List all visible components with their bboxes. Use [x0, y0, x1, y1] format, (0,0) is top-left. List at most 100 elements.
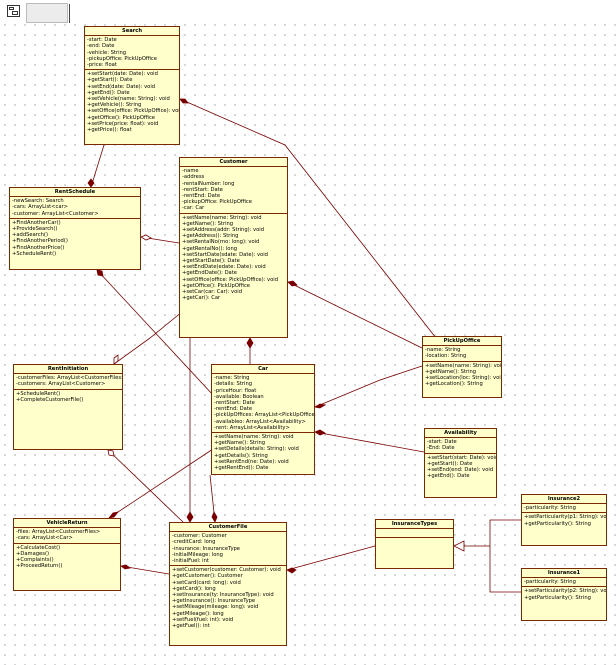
operation: +CalculateCost() [16, 544, 61, 551]
attribute: -initialMileage: long [172, 551, 223, 558]
attribute: -End: Date [427, 445, 455, 452]
operation: +setStart(date: Date): void [87, 71, 158, 78]
class-car[interactable]: Car -name: String -details: String -pric… [211, 364, 315, 475]
class-rent-initiation[interactable]: RentInitiation -customerFiles: ArrayList… [13, 364, 123, 450]
generalization-insurance2 [454, 519, 521, 547]
attributes: -name: String -location: String [423, 346, 501, 362]
class-customer-file[interactable]: CustomerFile -customer: Customer -credit… [169, 522, 287, 646]
assoc-availability-car [314, 431, 425, 453]
operation: +getParticularity(): String [524, 594, 591, 601]
operations: +setStart(start: Date): void +getStart()… [425, 454, 496, 481]
operation: +getAddress(): String [182, 233, 239, 240]
operations: +setName(name: String): void +getName():… [423, 362, 501, 389]
operation: +ProceedReturn() [16, 563, 63, 570]
attributes: -particularity: String [522, 504, 606, 514]
diagram-icon[interactable] [7, 5, 20, 17]
attributes: -files: ArrayList<CustomerFiles> -cars: … [14, 528, 120, 544]
attributes: -start: Date -End: Date [425, 438, 496, 454]
class-pickup-office[interactable]: PickUpOffice -name: String -location: St… [422, 336, 502, 398]
operation: +getOffice(): PickUpOffice [182, 282, 250, 289]
operations: +setCustomer(customer: Customer): void +… [170, 566, 286, 630]
operation: +getRentEnd(): Date [214, 465, 269, 472]
attribute: -cars: ArrayList<Car> [16, 535, 73, 542]
assoc-rentinitiation-customerfile [107, 449, 184, 523]
attribute: -pickupOffice: PickUpOffice [182, 199, 252, 206]
operation: +setOffice(office: PickUpOffice): void [87, 108, 179, 115]
class-vehicle-return[interactable]: VehicleReturn -files: ArrayList<Customer… [13, 518, 121, 591]
class-search[interactable]: Search -start: Date -end: Date -vehicle:… [84, 26, 180, 145]
operation: +getEnd(): Date [87, 89, 130, 96]
attribute: -car: Car [182, 205, 205, 212]
attribute: -end: Date [87, 43, 115, 50]
operation: +setAddress(addr: String): void [182, 227, 265, 234]
class-availability[interactable]: Availability -start: Date -End: Date +se… [424, 428, 497, 498]
class-name: VehicleReturn [14, 519, 120, 529]
attribute: -start: Date [427, 439, 457, 446]
operation: +getName(): String [425, 368, 477, 375]
attributes: -particularity: String [522, 578, 606, 588]
attributes: -customer: Customer -creditCard: long -i… [170, 532, 286, 567]
operations: +setParticularity(p1: String): void +get… [522, 513, 606, 527]
operation: +FindAnotherPeriod() [12, 238, 68, 245]
operation: +getInsurance(): InsuranceType [172, 598, 256, 605]
operation: +setCar(car: Car): void [182, 289, 243, 296]
operation: +Damages() [16, 550, 49, 557]
operation: +setMileage(mileage: long): void [172, 604, 259, 611]
diamond-rentinitiation-customerfile [107, 449, 115, 457]
operation: +addSearch() [12, 232, 48, 239]
operation: +setRentalNo(rno: long): void [182, 239, 260, 246]
attribute: -name: String [425, 347, 461, 354]
class-name: Insurance2 [522, 495, 606, 505]
operation: +getRentalNo(): long [182, 245, 238, 252]
attribute: -address [182, 174, 205, 181]
operation: +getStartDate(): Date [182, 258, 240, 265]
assoc-car-vehiclereturn [108, 448, 214, 519]
attribute: -pickUpOffices: ArrayList<PickUpOffice> [214, 412, 314, 419]
class-rent-schedule[interactable]: RentSchedule -newSearch: Search -cars: A… [9, 187, 141, 270]
operation: +getMileage(): long [172, 610, 224, 617]
assoc-customerfile-insurancetypes [286, 545, 376, 571]
class-insurance-types[interactable]: InsuranceTypes [375, 519, 454, 569]
operation: +setEndDate(edate: Date): void [182, 264, 266, 271]
operation: +setPrice(price: float): void [87, 120, 159, 127]
diamond-rentschedule-customer [140, 234, 152, 241]
attribute: -rentStart: Date [214, 400, 255, 407]
attributes: -name: String -details: String -priceHou… [212, 374, 314, 434]
diamond-vehiclereturn-car [108, 511, 119, 519]
diagram-tab[interactable] [26, 3, 68, 23]
operations: +setStart(date: Date): void +getStart():… [85, 70, 179, 134]
attribute: -rentStart: Date [182, 186, 223, 193]
class-customer[interactable]: Customer -name -address -rentalNumber: l… [179, 157, 288, 338]
operation: +FindAnotherCar() [12, 219, 61, 226]
diamond-vehiclereturn-customerfile [120, 564, 131, 570]
operation: +setParticularity(p1: String): void [524, 514, 606, 521]
operation: +setInsurance(ty: InsuranceType): void [172, 592, 274, 599]
attribute: -location: String [425, 353, 467, 360]
operation: +setEnd(date: Date): void [87, 83, 156, 90]
operation: +getCar(): Car [182, 295, 221, 302]
operation: +CompleteCustomerFile() [16, 396, 84, 403]
attributes: -start: Date -end: Date -vehicle: String… [85, 36, 179, 71]
attribute: -rent: ArrayList<Availability> [214, 424, 290, 431]
operation: +getEndDate(): Date [182, 270, 237, 277]
class-insurance1[interactable]: Insurance1 -particularity: String +setPa… [521, 568, 607, 621]
attribute: -availableo: ArrayList<Availability> [214, 418, 306, 425]
operation: +getFuel(): int [172, 623, 210, 630]
attributes: -name -address -rentalNumber: long -rent… [180, 167, 287, 214]
diamond-car-pickupoffice [313, 403, 327, 409]
operation: +getParticularity(): String [524, 520, 591, 527]
assoc-pickupoffice-car [314, 365, 423, 408]
class-insurance2[interactable]: Insurance2 -particularity: String +setPa… [521, 494, 607, 546]
attributes: -customerFiles: ArrayList<CustomerFiles>… [14, 374, 122, 390]
attribute: -customers: ArrayList<Customer> [16, 381, 106, 388]
attribute: -initialFuel: int [172, 558, 209, 565]
operation: +getStart(): Date [87, 77, 133, 84]
operation: +getEnd(): Date [427, 473, 470, 480]
toolbar [0, 0, 616, 24]
attribute: -particularity: String [524, 505, 576, 512]
class-name: PickUpOffice [423, 337, 501, 347]
operations: +setName(name: String): void +getName():… [180, 214, 287, 303]
assoc-search-rentschedule [90, 144, 105, 188]
class-name: RentInitiation [14, 365, 122, 375]
